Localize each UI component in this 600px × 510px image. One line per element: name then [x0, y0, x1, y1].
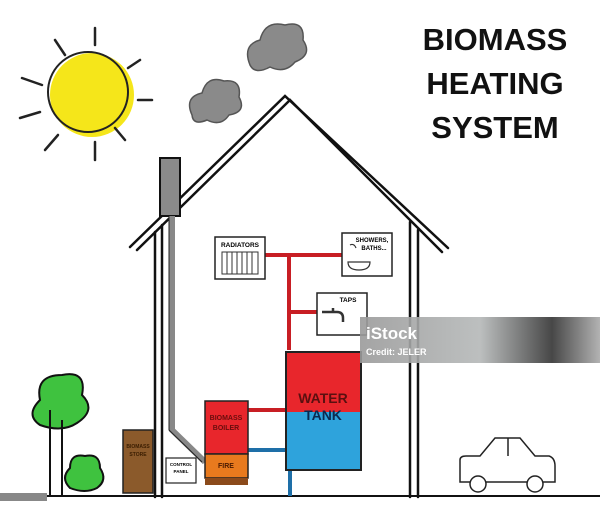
biomass-boiler: BIOMASS BOILER FIRE: [204, 400, 249, 485]
panel-label: PANEL: [174, 469, 189, 474]
image-id-strip: [0, 493, 47, 501]
tank-label: TANK: [304, 407, 342, 423]
page-title: BIOMASS HEATING SYSTEM: [400, 18, 590, 150]
control-label: CONTROL: [170, 462, 192, 467]
biomass-store: BIOMASS STORE: [122, 429, 154, 494]
store-label-2: STORE: [129, 452, 147, 458]
store-label-1: BIOMASS: [126, 444, 150, 450]
istock-watermark: iStock Credit: JELER: [360, 317, 600, 363]
title-line-2: HEATING: [426, 66, 564, 101]
control-panel: CONTROL PANEL: [165, 457, 197, 484]
watermark-credit: Credit: JELER: [366, 347, 427, 357]
water-label: WATER: [298, 390, 348, 406]
title-line-1: BIOMASS: [422, 22, 568, 57]
taps-label: TAPS: [340, 297, 358, 304]
boiler-label-2: BOILER: [213, 425, 239, 432]
car-icon: [459, 437, 556, 493]
bathtub-icon: [347, 243, 371, 271]
watermark-brand: iStock: [366, 324, 418, 343]
chimney: [159, 157, 181, 217]
radiator-icon: [221, 251, 259, 275]
flue-pipe: [169, 216, 208, 465]
water-tank: WATER TANK: [285, 351, 362, 471]
showers-baths-box: SHOWERS, BATHS...: [341, 232, 393, 277]
taps-box: TAPS: [316, 292, 368, 336]
title-line-3: SYSTEM: [431, 110, 559, 145]
showers-label: SHOWERS,: [356, 238, 389, 244]
tap-icon: [322, 308, 345, 322]
fire-label: FIRE: [218, 463, 234, 470]
smoke-cloud-icon: [188, 23, 308, 124]
radiators-label: RADIATORS: [221, 242, 260, 249]
radiators-box: RADIATORS: [214, 236, 266, 280]
baths-label: BATHS...: [361, 246, 387, 252]
boiler-label-1: BIOMASS: [210, 415, 243, 422]
tree-icon: [31, 373, 105, 495]
sun-icon: [18, 26, 154, 162]
pipes: [248, 253, 342, 496]
